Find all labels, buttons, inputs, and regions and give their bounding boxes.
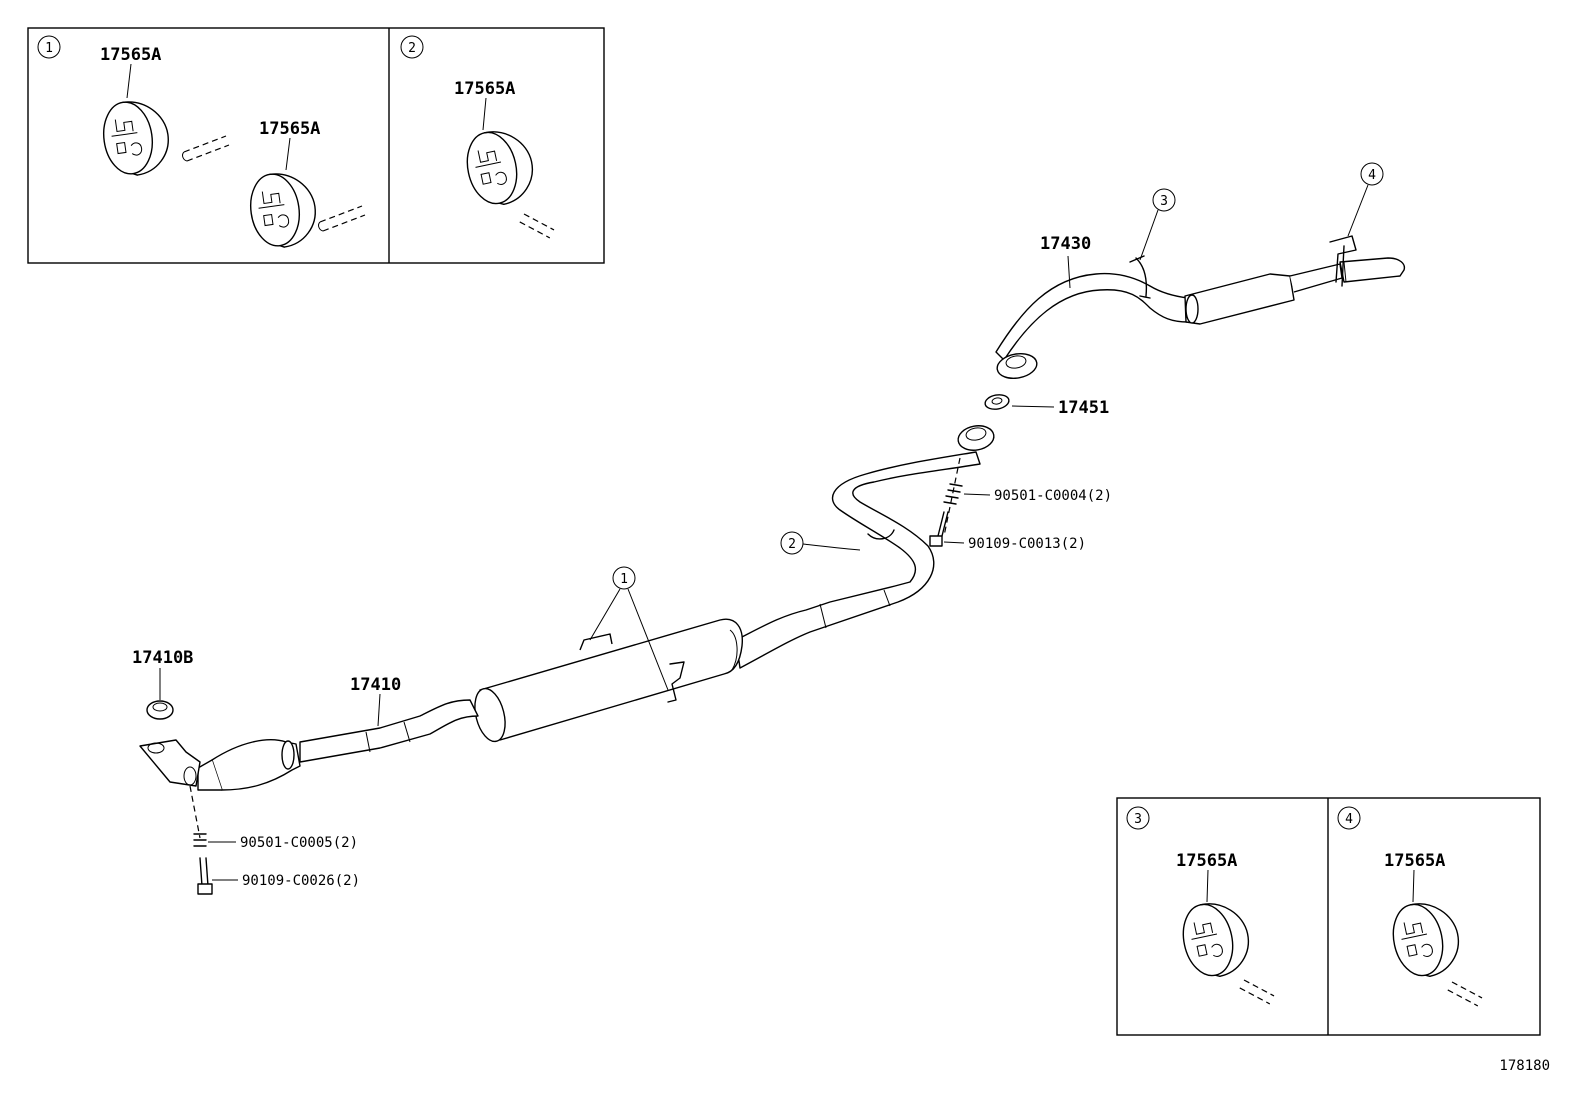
callout-1: 1 xyxy=(589,566,669,691)
inset-2-number: 2 xyxy=(408,41,416,56)
gasket-17451: 17451 xyxy=(984,394,1109,418)
rubber-hanger-icon xyxy=(98,96,174,180)
inset-1-number: 1 xyxy=(45,41,53,56)
svg-text:1: 1 xyxy=(620,572,628,587)
spring-bolt-lower: 90501-C0005(2) 90109-C0026(2) xyxy=(189,785,360,895)
svg-text:3: 3 xyxy=(1160,194,1168,209)
part-90109-c0026-label: 90109-C0026(2) xyxy=(242,873,360,889)
tail-pipe-assembly: 17430 xyxy=(995,234,1406,380)
part-17410b-label: 17410B xyxy=(132,648,193,668)
inset-1-part-a: 17565A xyxy=(100,45,161,65)
callout-2: 2 xyxy=(780,531,861,555)
gasket-17410b: 17410B xyxy=(132,648,193,720)
hanger-rod-icon xyxy=(1239,979,1275,1005)
inset-frame-1-2 xyxy=(27,27,605,264)
inset-3-number: 3 xyxy=(1134,812,1142,827)
part-90109-c0013-label: 90109-C0013(2) xyxy=(968,536,1086,552)
diagram-reference-number: 178180 xyxy=(1499,1058,1550,1074)
rubber-hanger-icon xyxy=(1386,895,1466,983)
callout-4: 4 xyxy=(1347,162,1384,237)
inset-frame-3-4 xyxy=(1116,797,1541,1036)
inset-3: 3 17565A xyxy=(1126,806,1275,1005)
inset-1: 1 17565A 17565A xyxy=(37,35,366,252)
rubber-hanger-icon xyxy=(245,168,321,252)
inset-1-part-b: 17565A xyxy=(259,119,320,139)
front-pipe-muffler-assembly: 17410 xyxy=(139,618,743,791)
inset-2: 2 17565A xyxy=(400,35,555,239)
part-90501-c0004-label: 90501-C0004(2) xyxy=(994,488,1112,504)
hanger-rod-icon xyxy=(317,205,366,232)
hanger-rod-icon xyxy=(181,135,230,162)
center-pipe xyxy=(735,425,995,669)
inset-2-part: 17565A xyxy=(454,79,515,99)
hanger-rod-icon xyxy=(1447,981,1483,1007)
svg-text:4: 4 xyxy=(1368,168,1376,183)
spring-bolt-upper: 90501-C0004(2) 90109-C0013(2) xyxy=(929,457,1112,552)
part-17451-label: 17451 xyxy=(1058,398,1109,418)
callout-3: 3 xyxy=(1139,188,1176,261)
part-90501-c0005-label: 90501-C0005(2) xyxy=(240,835,358,851)
inset-4-number: 4 xyxy=(1345,812,1353,827)
svg-text:2: 2 xyxy=(788,537,796,552)
part-17430-label: 17430 xyxy=(1040,234,1091,254)
inset-4: 4 17565A xyxy=(1337,806,1483,1007)
part-17410-label: 17410 xyxy=(350,675,401,695)
inset-4-part: 17565A xyxy=(1384,851,1445,871)
rubber-hanger-icon xyxy=(1176,895,1256,983)
hanger-rod-icon xyxy=(519,213,555,239)
rubber-hanger-icon xyxy=(460,123,540,211)
inset-3-part: 17565A xyxy=(1176,851,1237,871)
